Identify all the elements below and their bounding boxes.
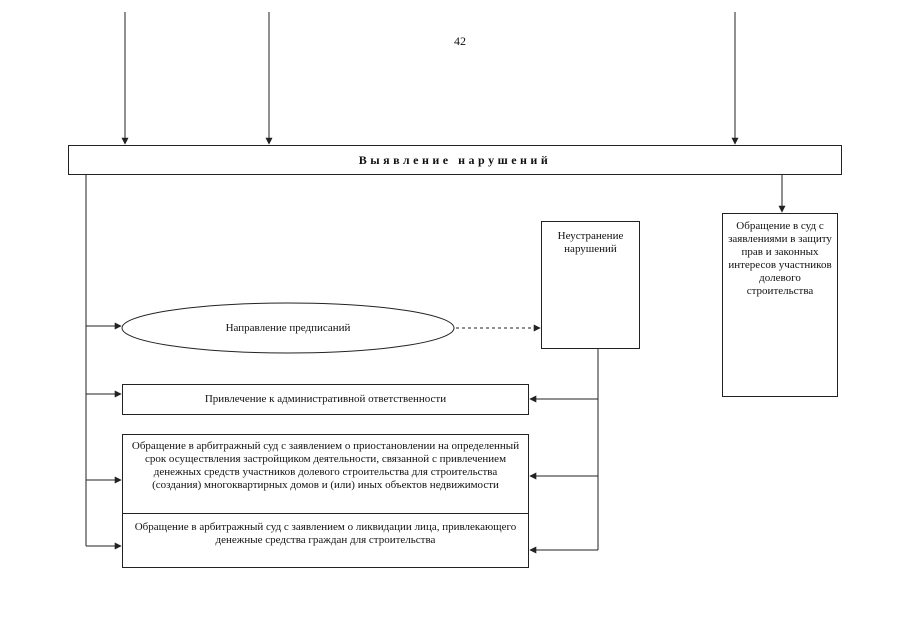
main-title: Выявление нарушений xyxy=(358,152,552,167)
liquidation-claim-box: Обращение в арбитражный суд с заявлением… xyxy=(122,513,529,568)
administrative-liability-label: Привлечение к административной ответстве… xyxy=(204,393,447,405)
violations-detection-box: Выявление нарушений xyxy=(68,145,842,175)
page-number: 42 xyxy=(454,34,466,48)
orders-ellipse-label: Направление предписаний xyxy=(225,322,351,334)
orders-ellipse xyxy=(121,302,455,354)
suspension-claim-box: Обращение в арбитражный суд с заявлением… xyxy=(122,434,529,514)
administrative-liability-box: Привлечение к административной ответстве… xyxy=(122,384,529,415)
non-elimination-box: Неустранение нарушений xyxy=(541,221,640,349)
court-defense-box: Обращение в суд с заявлениями в защиту п… xyxy=(722,213,838,397)
